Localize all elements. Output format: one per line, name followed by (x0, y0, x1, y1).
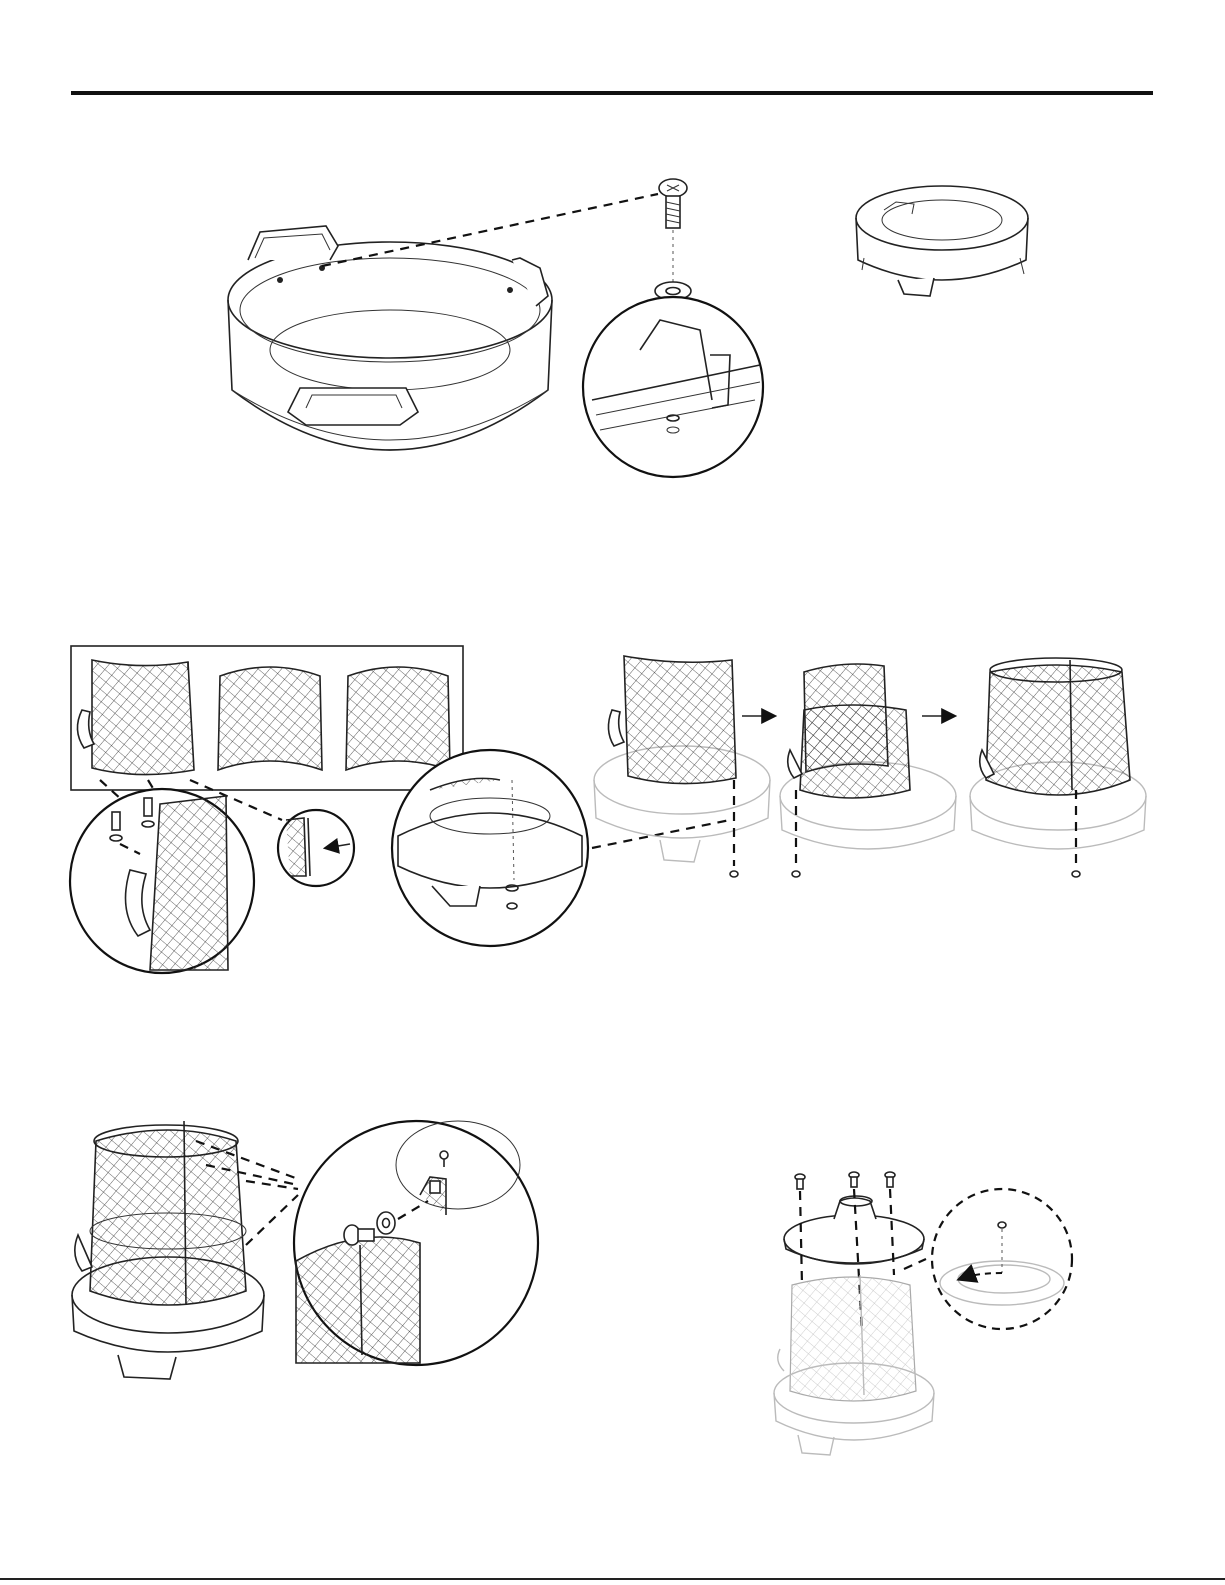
dashed-detail-circle (932, 1189, 1072, 1329)
step-1-drawing (0, 150, 1225, 500)
header-rule (71, 91, 1153, 95)
mesh-panel (218, 667, 322, 770)
mesh-cylinder-on-bowl (72, 1121, 264, 1379)
washer (377, 1212, 395, 1234)
step-2-figure (0, 640, 1225, 980)
bolts (795, 1172, 895, 1189)
step-3-figure (0, 1105, 600, 1405)
detail-circle (583, 297, 763, 477)
step-2-drawing (0, 640, 1225, 980)
footer-rule (0, 1578, 1225, 1580)
assembled-pit (774, 1275, 934, 1455)
bolt-guide-line (322, 194, 658, 266)
assembly-sequence-1 (594, 656, 770, 877)
mesh-panel-with-handle (77, 660, 194, 775)
bowl (228, 226, 552, 450)
assembled-bowl (856, 186, 1028, 296)
step-3-drawing (0, 1105, 600, 1405)
step-4-figure (740, 1155, 1100, 1465)
assembly-sequence-2 (780, 664, 956, 877)
assembly-sequence-3 (970, 658, 1146, 877)
step-1-figure (0, 150, 1225, 500)
step-4-drawing (740, 1155, 1100, 1465)
detail-circle (294, 1121, 538, 1365)
bolt (659, 179, 687, 228)
detail-circle (278, 810, 354, 886)
detail-circle (392, 750, 588, 946)
mesh-panel (346, 667, 450, 770)
detail-circle (70, 789, 254, 973)
